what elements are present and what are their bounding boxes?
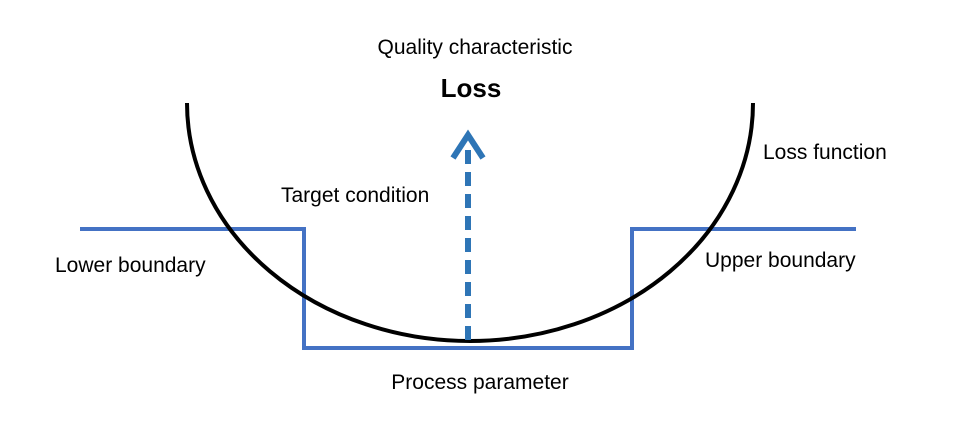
loss-title: Loss <box>441 73 502 103</box>
loss-function-curve <box>185 102 755 343</box>
target-condition-label: Target condition <box>281 184 429 207</box>
lower-boundary-label: Lower boundary <box>55 254 206 277</box>
upper-boundary-label: Upper boundary <box>705 249 856 272</box>
loss-function-label: Loss function <box>763 141 887 164</box>
quality-characteristic-label: Quality characteristic <box>378 36 573 59</box>
target-arrow-head <box>450 129 486 160</box>
specification-boundary-line <box>80 227 856 350</box>
process-parameter-label: Process parameter <box>391 371 568 394</box>
